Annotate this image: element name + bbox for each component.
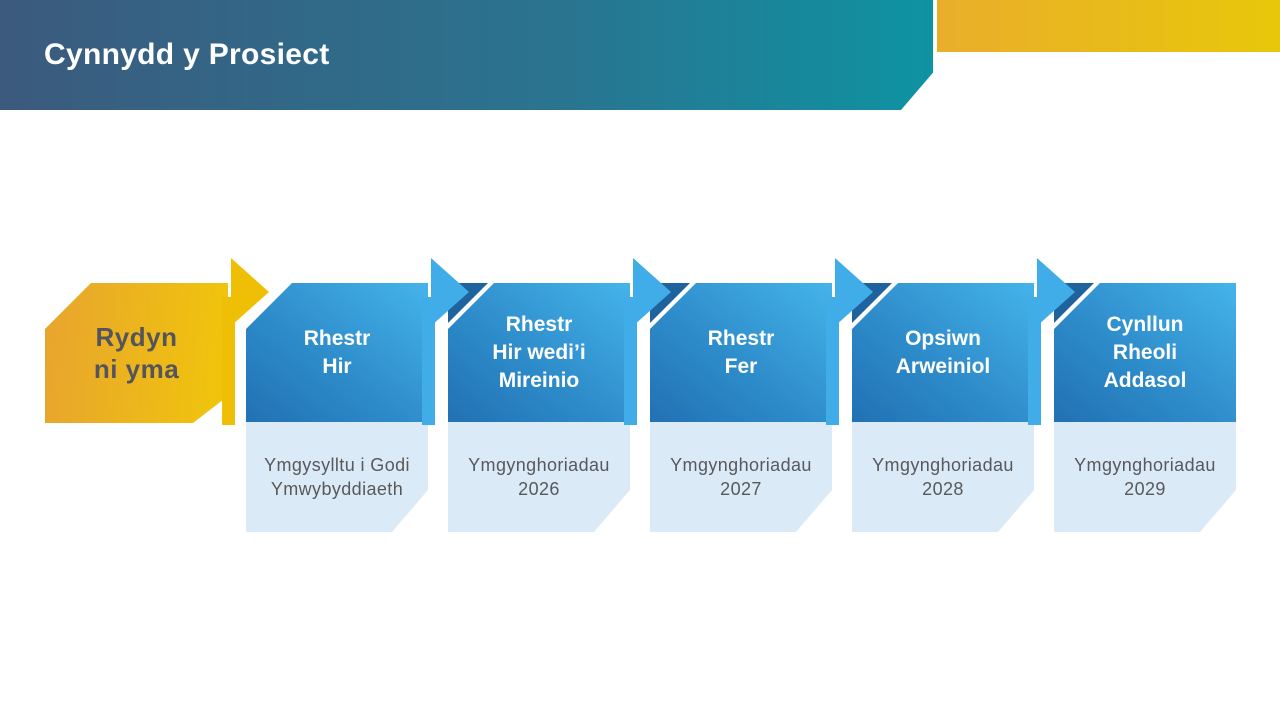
flow-arrow-icon [624, 258, 671, 425]
flow-arrow-icon [1028, 258, 1075, 425]
stage-title: Rhestr Hir [303, 326, 371, 378]
stage-card-opsiwn-arweiniol: Opsiwn Arweiniol Ymgynghoriadau 2028 [852, 283, 1034, 532]
stage-title: Rhestr Fer [707, 326, 775, 378]
stage-subtitle: Ymgysylltu i Godi Ymwybyddiaeth [264, 455, 410, 499]
stage-title-panel: Rhestr Hir wedi’i Mireinio [448, 283, 630, 422]
stage-title-panel: Rhestr Hir [246, 283, 428, 422]
stage-subtitle-panel: Ymgynghoriadau 2028 [852, 422, 1034, 532]
stage-subtitle-panel: Ymgysylltu i Godi Ymwybyddiaeth [246, 422, 428, 532]
stage-subtitle-panel: Ymgynghoriadau 2026 [448, 422, 630, 532]
stage-subtitle: Ymgynghoriadau 2026 [468, 455, 610, 499]
stage-title-panel: Rhestr Fer [650, 283, 832, 422]
current-position-marker: Rydyn ni yma [45, 283, 228, 423]
stage-title: Opsiwn Arweiniol [895, 326, 991, 378]
stage-subtitle: Ymgynghoriadau 2029 [1074, 455, 1216, 499]
stage-title: Cynllun Rheoli Addasol [1103, 312, 1187, 392]
header-accent-block [937, 0, 1280, 52]
header-band: Cynnydd y Prosiect [0, 0, 933, 110]
stage-card-cynllun-rheoli-addasol: Cynllun Rheoli Addasol Ymgynghoriadau 20… [1054, 283, 1236, 532]
stage-card-rhestr-hir-wedii-mireinio: Rhestr Hir wedi’i Mireinio Ymgynghoriada… [448, 283, 630, 532]
flow-arrow-icon [422, 258, 469, 425]
stage-title: Rhestr Hir wedi’i Mireinio [492, 312, 586, 392]
stage-subtitle-panel: Ymgynghoriadau 2027 [650, 422, 832, 532]
stage-title-panel: Cynllun Rheoli Addasol [1054, 283, 1236, 422]
stage-card-rhestr-fer: Rhestr Fer Ymgynghoriadau 2027 [650, 283, 832, 532]
stage-subtitle: Ymgynghoriadau 2028 [872, 455, 1014, 499]
flow-arrow-icon [826, 258, 873, 425]
flow-arrow-icon [222, 258, 269, 425]
stage-title-panel: Opsiwn Arweiniol [852, 283, 1034, 422]
stage-subtitle: Ymgynghoriadau 2027 [670, 455, 812, 499]
current-position-label: Rydyn ni yma [93, 322, 180, 384]
slide-title: Cynnydd y Prosiect [44, 38, 330, 71]
stage-card-rhestr-hir: Rhestr Hir Ymgysylltu i Godi Ymwybyddiae… [246, 283, 428, 532]
stage-subtitle-panel: Ymgynghoriadau 2029 [1054, 422, 1236, 532]
